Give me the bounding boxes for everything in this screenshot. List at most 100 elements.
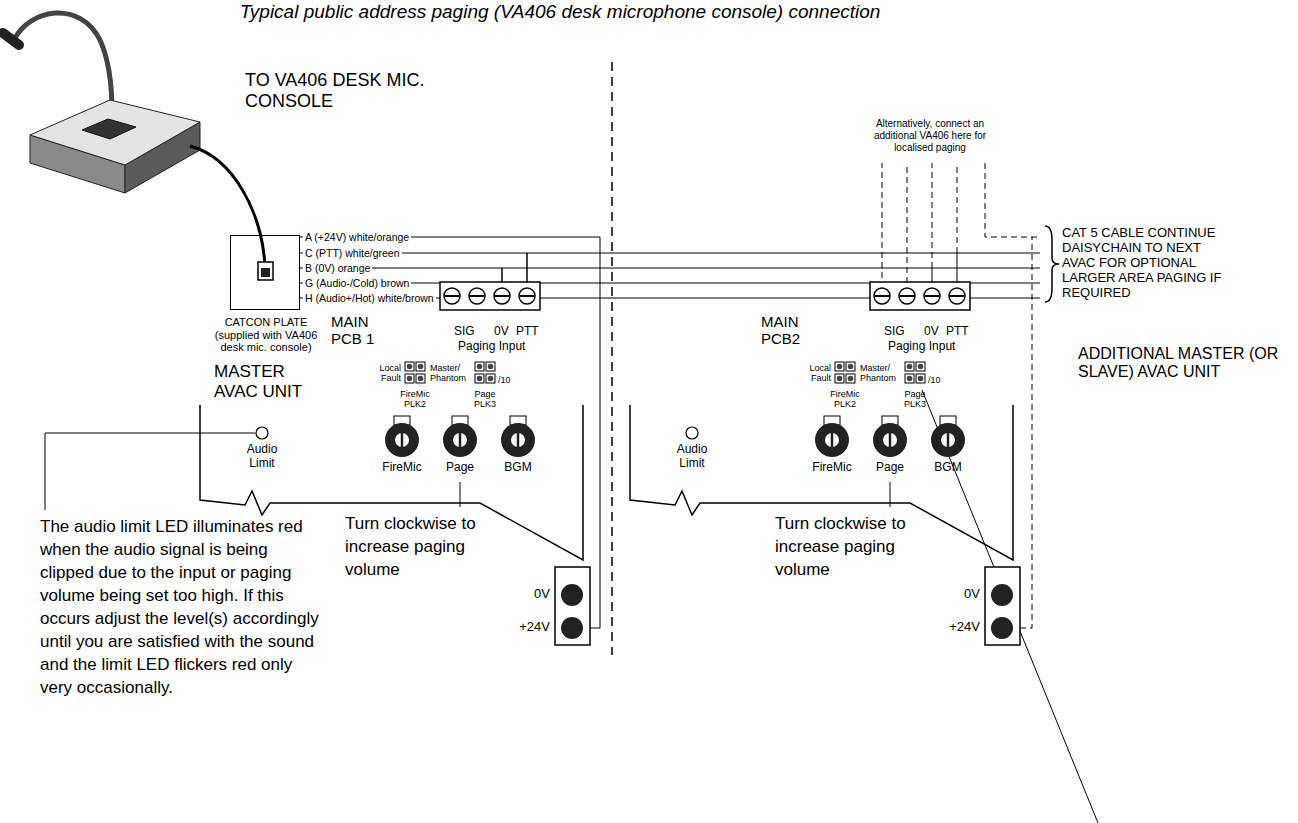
brace — [1045, 226, 1059, 302]
annotation: MASTER AVAC UNIT — [214, 362, 314, 401]
dashed-wire — [907, 163, 908, 283]
node-text: BGM — [504, 461, 531, 475]
jumper-pin — [416, 362, 425, 371]
jumper-pin — [418, 364, 424, 370]
wire-label: H (Audio+/Hot) white/brown — [303, 292, 436, 304]
wire — [932, 268, 1040, 269]
wire-label: B (0V) orange — [303, 262, 372, 274]
jumper-pin — [488, 364, 494, 370]
jumper-pin — [835, 362, 844, 371]
jumper-pin — [418, 376, 424, 382]
screw-slot — [925, 295, 939, 297]
catcon-plate: CATCON PLATE (supplied with VA406 desk m… — [230, 235, 300, 310]
node-text: 0V — [924, 325, 939, 339]
board-outline — [200, 405, 583, 560]
power-screw — [561, 617, 583, 639]
wire-label: C (PTT) white/green — [303, 247, 402, 259]
annotation: TO VA406 DESK MIC. CONSOLE — [245, 70, 445, 111]
screw-slot — [900, 295, 914, 297]
jumper-pin — [477, 364, 483, 370]
jumper-pin — [905, 362, 914, 371]
terminal-block — [440, 282, 540, 310]
node-text: Local Fault — [379, 363, 401, 384]
wire-label: G (Audio-/Cold) brown — [303, 277, 411, 289]
terminal-screw — [494, 288, 510, 304]
jumper-pin — [486, 362, 495, 371]
leader-lines — [45, 390, 1098, 823]
jumper-pin — [907, 364, 913, 370]
leader-line — [922, 390, 1098, 823]
node-text: BGM — [934, 461, 961, 475]
jumper-pin — [848, 364, 854, 370]
socket — [261, 268, 270, 277]
gooseneck — [14, 13, 112, 112]
potentiometer — [501, 423, 535, 457]
desk-microphone — [3, 13, 200, 193]
diagram-title: Typical public address paging (VA406 des… — [0, 1, 1120, 23]
jumper-pin — [905, 374, 914, 383]
node-text: FireMic PLK2 — [830, 389, 860, 410]
limit-led — [256, 427, 268, 439]
node-text: Audio Limit — [677, 443, 708, 471]
node-text: /10 — [928, 375, 941, 385]
terminal-screw — [874, 288, 890, 304]
wire — [477, 283, 907, 305]
power-screw — [991, 584, 1013, 606]
jumper-pin — [916, 374, 925, 383]
power-screw — [991, 617, 1013, 639]
node-text: Master/ Phantom — [860, 363, 896, 384]
jumper-pin — [837, 364, 843, 370]
ptt-button — [82, 119, 136, 139]
terminal-block — [870, 282, 970, 310]
annotation: Turn clockwise to increase paging volume — [775, 512, 910, 581]
jumper-pin — [405, 362, 414, 371]
console-top — [30, 100, 200, 165]
power-screw — [561, 584, 583, 606]
node-text: FireMic — [812, 461, 851, 475]
screw-slot — [520, 295, 534, 297]
jumper-pin — [488, 376, 494, 382]
node-text: FireMic PLK2 — [400, 389, 430, 410]
node-text: Audio Limit — [247, 443, 278, 471]
terminal-screw — [949, 288, 965, 304]
wire — [957, 253, 1040, 254]
potentiometer — [815, 423, 849, 457]
pot-pointer — [459, 429, 462, 451]
node-text: Page PLK3 — [474, 389, 496, 410]
node-text: MAIN PCB2 — [761, 313, 813, 348]
node-text: +24V — [519, 620, 550, 635]
jumper-pin — [837, 376, 843, 382]
wire — [502, 268, 932, 305]
annotation: The audio limit LED illuminates red when… — [40, 515, 325, 699]
jumper-pin — [475, 362, 484, 371]
screw-slot — [495, 295, 509, 297]
dashed-wire — [1020, 237, 1032, 628]
mic-cable — [190, 146, 265, 266]
jumper-pin — [907, 376, 913, 382]
node-text: +24V — [949, 620, 980, 635]
limit-led — [686, 427, 698, 439]
screw-slot — [445, 295, 459, 297]
node-text: /10 — [498, 375, 511, 385]
jumper-pin — [918, 364, 924, 370]
power-terminal — [985, 567, 1020, 645]
dashed-wire — [932, 163, 933, 268]
jumper-pin — [416, 374, 425, 383]
node-text: PTT — [946, 325, 969, 339]
wire-label: A (+24V) white/orange — [303, 231, 411, 243]
jumper-pin — [486, 374, 495, 383]
node-text: 0V — [494, 325, 509, 339]
jumper-pin — [407, 364, 413, 370]
terminal-screw — [469, 288, 485, 304]
board-drawing — [630, 305, 1013, 665]
terminal-screw — [519, 288, 535, 304]
jumper-pin — [846, 362, 855, 371]
potentiometer — [873, 423, 907, 457]
power-terminal — [555, 567, 590, 645]
board-outline — [630, 405, 1013, 560]
dashed-wire — [957, 163, 958, 253]
node-text: SIG — [884, 325, 905, 339]
